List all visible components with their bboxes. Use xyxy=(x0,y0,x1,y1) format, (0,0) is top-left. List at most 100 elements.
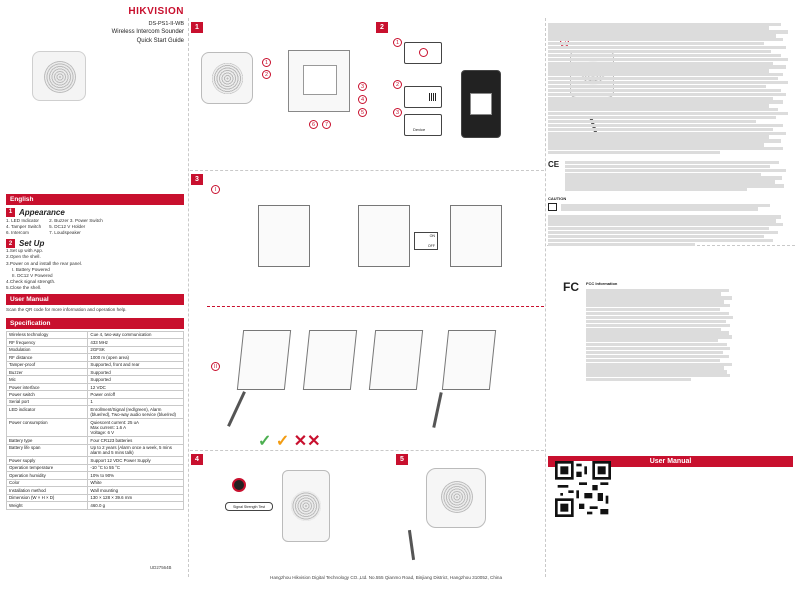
panel-1-label: 1 xyxy=(191,22,203,33)
spec-value: Power on/off xyxy=(87,390,184,399)
spec-key: Tamper-proof xyxy=(5,360,89,370)
spec-value: Four CR123 batteries xyxy=(87,436,184,445)
spec-value: Enrollment/Signal (red/green), Alarm (bl… xyxy=(87,405,184,420)
rear-panel-7 xyxy=(441,330,497,390)
spec-value: Up to 2 years (Alarm once a week, 5 mins… xyxy=(87,443,184,458)
spec-key: Operation humidity xyxy=(5,471,89,480)
warning-icon xyxy=(548,203,557,211)
spec-value: Quiescent current: 25 uA Max current: 1.… xyxy=(87,418,184,438)
spec-key: Modulation xyxy=(5,345,89,355)
setup-title: Set Up xyxy=(19,239,45,249)
setup-step: 2.Open the shell. xyxy=(6,254,41,260)
divider-red xyxy=(207,306,544,307)
product-name: Wireless Intercom Sounder xyxy=(111,29,184,36)
appearance-left: 1. LED Indicator 4. Tamper Switch 6. Int… xyxy=(6,218,41,237)
step-circle-3: 3 xyxy=(393,108,402,117)
rear-panel-6 xyxy=(368,330,424,390)
spec-key: Color xyxy=(5,478,89,488)
appearance-title: Appearance xyxy=(19,207,65,217)
user-manual-label: User Manual xyxy=(6,294,184,306)
spec-value: 460.0 g xyxy=(87,501,184,510)
roman-ii-label: II xyxy=(211,362,220,371)
fold-line-2 xyxy=(545,18,546,577)
rear-panel-3 xyxy=(450,205,502,267)
spec-value: -10 °C to 55 °C xyxy=(87,463,184,473)
appearance-item: 5. DC12 V Holder xyxy=(49,223,86,229)
screwdriver-icon xyxy=(407,529,416,561)
user-manual-text: Scan the QR code for more information an… xyxy=(6,307,127,313)
appearance-item: 6. Intercom xyxy=(6,229,29,235)
appearance-item: 7. Loudspeaker xyxy=(49,229,81,235)
spec-value: 2GFSK xyxy=(87,345,184,355)
step-circle-2: 2 xyxy=(393,80,402,89)
panel-3-label: 3 xyxy=(191,174,203,185)
panel-1-front-view xyxy=(201,52,253,104)
setup-heading: 2 Set Up xyxy=(6,239,184,249)
step-circle-1: 1 xyxy=(393,38,402,47)
callout-2: 2 xyxy=(262,70,271,79)
panel-4-label: 4 xyxy=(191,454,203,465)
spec-value: 12 VDC xyxy=(87,382,184,392)
spec-value: Cue 4, two-way communication xyxy=(87,330,184,340)
spec-key: Operation temperature xyxy=(5,463,89,473)
qr-scan-icon xyxy=(429,93,437,101)
switch-on-label: ON xyxy=(429,234,435,238)
compliance-row: CE xyxy=(548,160,793,192)
appearance-list: 1. LED Indicator 4. Tamper Switch 6. Int… xyxy=(6,218,184,237)
rear-panel-4 xyxy=(236,330,292,390)
spec-key: Battery life span xyxy=(5,443,89,458)
fold-line-h2 xyxy=(190,450,544,451)
spec-value: 130 × 128 × 39.6 mm xyxy=(87,493,184,503)
switch-off-label: OFF xyxy=(427,244,435,248)
scan-device-text: Device xyxy=(413,127,426,132)
add-icon xyxy=(419,48,428,57)
qr-code-icon[interactable] xyxy=(555,461,611,517)
spec-key: Buzzer xyxy=(5,367,89,377)
spec-key: Power supply xyxy=(5,456,89,465)
speaker-grille xyxy=(291,491,321,521)
phone-illustration xyxy=(461,70,501,138)
roman-i-label: I xyxy=(211,185,220,194)
panel-2-label: 2 xyxy=(376,22,388,33)
appearance-right: 2. Buzzer 3. Power Switch 5. DC12 V Hold… xyxy=(49,218,103,237)
spec-key: Mic xyxy=(5,375,89,384)
product-photo xyxy=(32,50,86,101)
caution-row xyxy=(548,203,793,211)
check-green-icon: ✓ xyxy=(258,433,272,450)
phone-qr-frame xyxy=(470,93,492,115)
spec-value: Supported, front and rear xyxy=(87,360,184,370)
cross-red-icon: ✕✕ xyxy=(293,433,321,450)
spec-value: Supported xyxy=(87,367,184,377)
setup-step: 3.Power on and install the rear panel. xyxy=(6,260,83,266)
brand-logo: HIKVISION xyxy=(128,6,184,17)
signal-indicator-row: ✓ ✓ ✕✕ xyxy=(258,431,321,451)
callout-3: 3 xyxy=(358,82,367,91)
fold-line-h1 xyxy=(190,170,544,171)
guide-title: Quick Start Guide xyxy=(136,37,184,44)
spec-value: 433 MHz xyxy=(87,338,184,347)
specification-label: Specification xyxy=(6,317,184,329)
rear-panel-1 xyxy=(258,205,310,267)
appearance-item: 4. Tamper Switch xyxy=(6,223,42,229)
spec-row: Dimension (W × H × D)130 × 128 × 39.6 mm xyxy=(5,493,184,503)
callout-5: 5 xyxy=(358,108,367,117)
setup-step: II. DC12 V Powered xyxy=(12,272,53,278)
legal-text-top xyxy=(548,22,793,155)
check-orange-icon: ✓ xyxy=(275,433,290,450)
speaker-grille xyxy=(212,63,243,94)
setup-step: 1.Set up with App. xyxy=(6,248,44,254)
model-block: DS-PS1-II-WB Wireless Intercom Sounder Q… xyxy=(6,21,184,45)
spec-key: Dimension (W × H × D) xyxy=(5,493,89,503)
spec-value: 1 xyxy=(87,397,184,407)
